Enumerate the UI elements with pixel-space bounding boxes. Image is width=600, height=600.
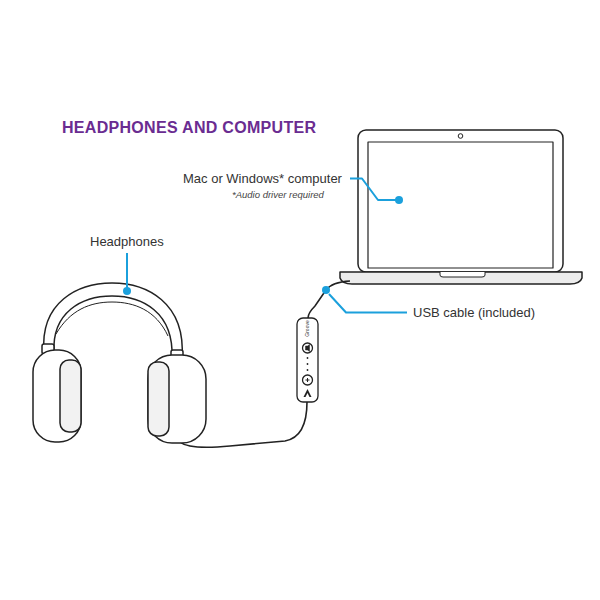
diagram-title: HEADPHONES AND COMPUTER <box>62 119 316 137</box>
leader-line <box>126 253 128 289</box>
note-label: *Audio driver required <box>232 189 324 200</box>
leader-dot <box>395 196 403 204</box>
groove-device <box>297 318 318 402</box>
part-label: Mac or Windows* computer <box>183 171 342 186</box>
usb-cable <box>308 281 350 318</box>
leader-dot <box>123 287 131 295</box>
part-label: USB cable (included) <box>413 305 535 320</box>
device-brand: Groove <box>305 320 310 336</box>
leader-line <box>329 294 407 313</box>
part-label: Headphones <box>90 234 164 249</box>
leader-line <box>350 179 396 201</box>
leader-lines <box>123 179 407 313</box>
laptop-drawing <box>340 130 582 284</box>
leader-dot <box>322 286 330 294</box>
headphones-drawing <box>33 283 206 443</box>
